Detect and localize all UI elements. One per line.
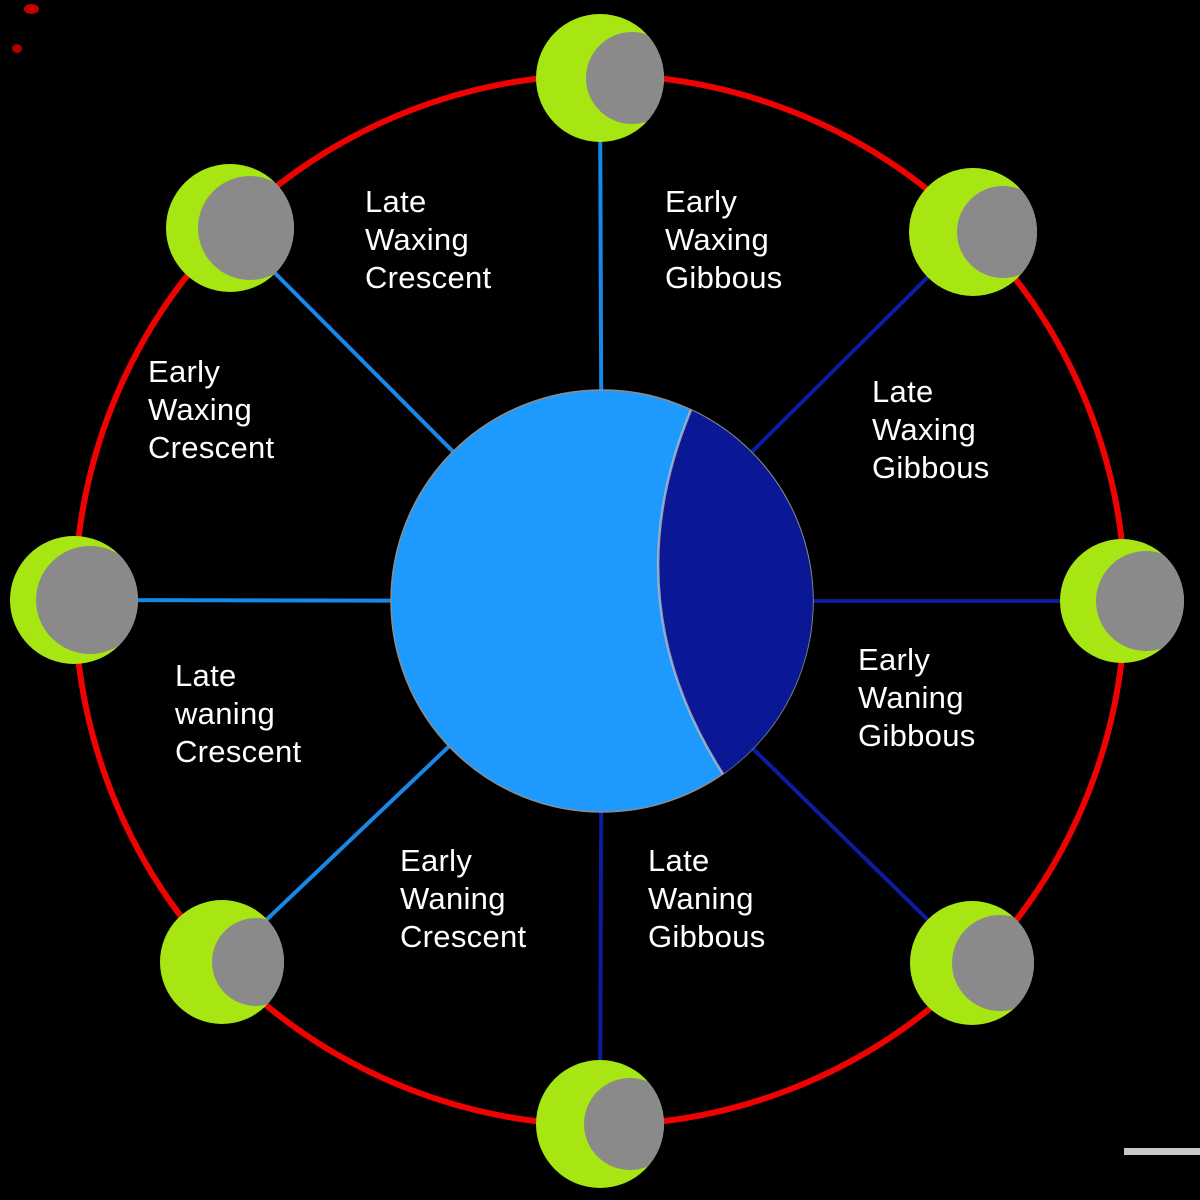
moon-bottom-right bbox=[910, 901, 1034, 1025]
phase-label-early-waning-gibbous: Early Waning Gibbous bbox=[858, 642, 976, 753]
artifact-red-speck bbox=[12, 44, 22, 53]
earth bbox=[390, 389, 814, 813]
artifact-red-speck bbox=[24, 4, 39, 14]
phase-label-early-waxing-gibbous: Early Waxing Gibbous bbox=[665, 184, 783, 295]
earth-terminator-edge bbox=[656, 409, 725, 775]
moon-top-left bbox=[166, 164, 294, 292]
moon-shadow-side bbox=[198, 176, 294, 280]
phase-label-late-waning-gibbous: Late Waning Gibbous bbox=[648, 843, 766, 954]
phase-label-early-waxing-crescent: Early Waxing Crescent bbox=[148, 354, 275, 465]
moon-bottom bbox=[536, 1060, 664, 1188]
earth-night-side bbox=[658, 410, 813, 774]
phase-label-late-waning-crescent: Late waning Crescent bbox=[175, 658, 302, 769]
moon-shadow-side bbox=[36, 546, 138, 654]
artifact-gray-streak bbox=[1124, 1148, 1200, 1155]
moon-shadow-side bbox=[212, 918, 284, 1006]
moon-shadow-side bbox=[1096, 551, 1184, 651]
moon-left bbox=[10, 536, 138, 664]
moon-shadow-side bbox=[584, 1078, 664, 1170]
moon-shadow-side bbox=[586, 32, 664, 124]
moon-shadow-side bbox=[952, 915, 1034, 1011]
phase-label-early-waning-crescent: Early Waning Crescent bbox=[400, 843, 527, 954]
moon-top bbox=[536, 14, 664, 142]
phase-label-late-waxing-crescent: Late Waxing Crescent bbox=[365, 184, 492, 295]
moon-top-right bbox=[909, 168, 1037, 296]
phase-label-late-waxing-gibbous: Late Waxing Gibbous bbox=[872, 374, 990, 485]
moon-right bbox=[1060, 539, 1184, 663]
moon-bottom-left bbox=[160, 900, 284, 1024]
moon-shadow-side bbox=[957, 186, 1037, 278]
